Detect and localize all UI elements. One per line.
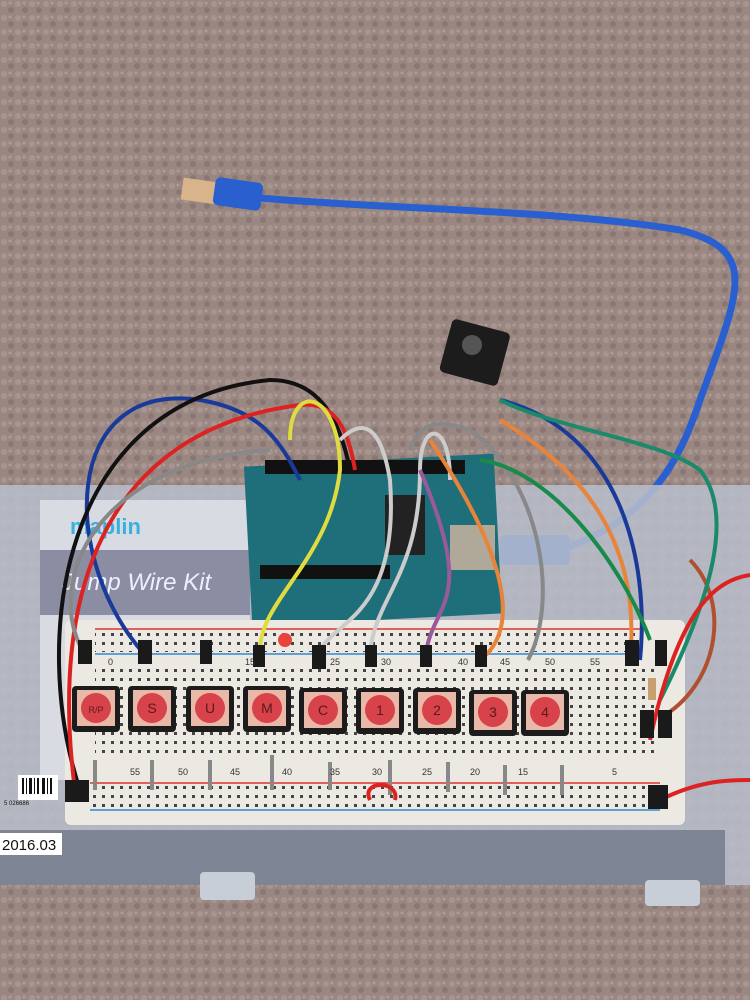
button-label: C [318,702,328,718]
button-label: 4 [541,704,549,720]
wire-connectors [65,640,672,809]
push-button[interactable]: C [299,688,347,734]
button-cap [422,695,452,725]
button-label: U [205,700,215,716]
row-number: 30 [372,767,382,777]
row-number: 50 [178,767,188,777]
push-button[interactable]: 4 [521,690,569,736]
button-cap [137,693,167,723]
row-number: 45 [230,767,240,777]
push-button[interactable]: M [243,686,291,732]
button-cap [195,693,225,723]
button-label: M [261,700,273,716]
row-number: 20 [470,767,480,777]
row-number: 0 [108,657,113,667]
power-jack [439,319,510,386]
button-cap [308,695,338,725]
button-cap [530,697,560,727]
row-number: 55 [130,767,140,777]
button-row: R/P S U M C 1 2 3 4 [72,686,569,736]
push-button[interactable]: R/P [72,686,120,732]
row-number: 55 [590,657,600,667]
row-number: 35 [330,767,340,777]
row-number: 50 [545,657,555,667]
row-number: 30 [381,657,391,667]
button-label: 3 [489,704,497,720]
button-cap [81,693,111,723]
button-label: S [147,700,156,716]
button-cap [478,697,508,727]
barcode [22,778,52,794]
button-cap [252,693,282,723]
button-label: R/P [88,705,103,715]
jumper-wires [57,377,750,802]
row-number: 40 [458,657,468,667]
barcode-number: 5 026686 [4,801,30,807]
button-label: 2 [433,702,441,718]
row-number: 15 [245,657,255,667]
row-number: 5 [612,767,617,777]
resistor [648,678,656,700]
led [278,633,292,647]
row-number: 45 [500,657,510,667]
row-number: 25 [330,657,340,667]
button-cap [365,695,395,725]
push-button[interactable]: 2 [413,688,461,734]
arduino-board [243,453,503,627]
push-button[interactable]: S [128,686,176,732]
row-number: 40 [282,767,292,777]
row-numbers: 0 15 25 30 40 45 50 55 55 50 45 40 35 30… [108,657,617,777]
row-number: 15 [518,767,528,777]
row-number: 25 [422,767,432,777]
date-label: 2016.03 [2,837,56,854]
push-button[interactable]: 3 [469,690,517,736]
push-button[interactable]: U [186,686,234,732]
button-label: 1 [376,702,384,718]
push-button[interactable]: 1 [356,688,404,734]
